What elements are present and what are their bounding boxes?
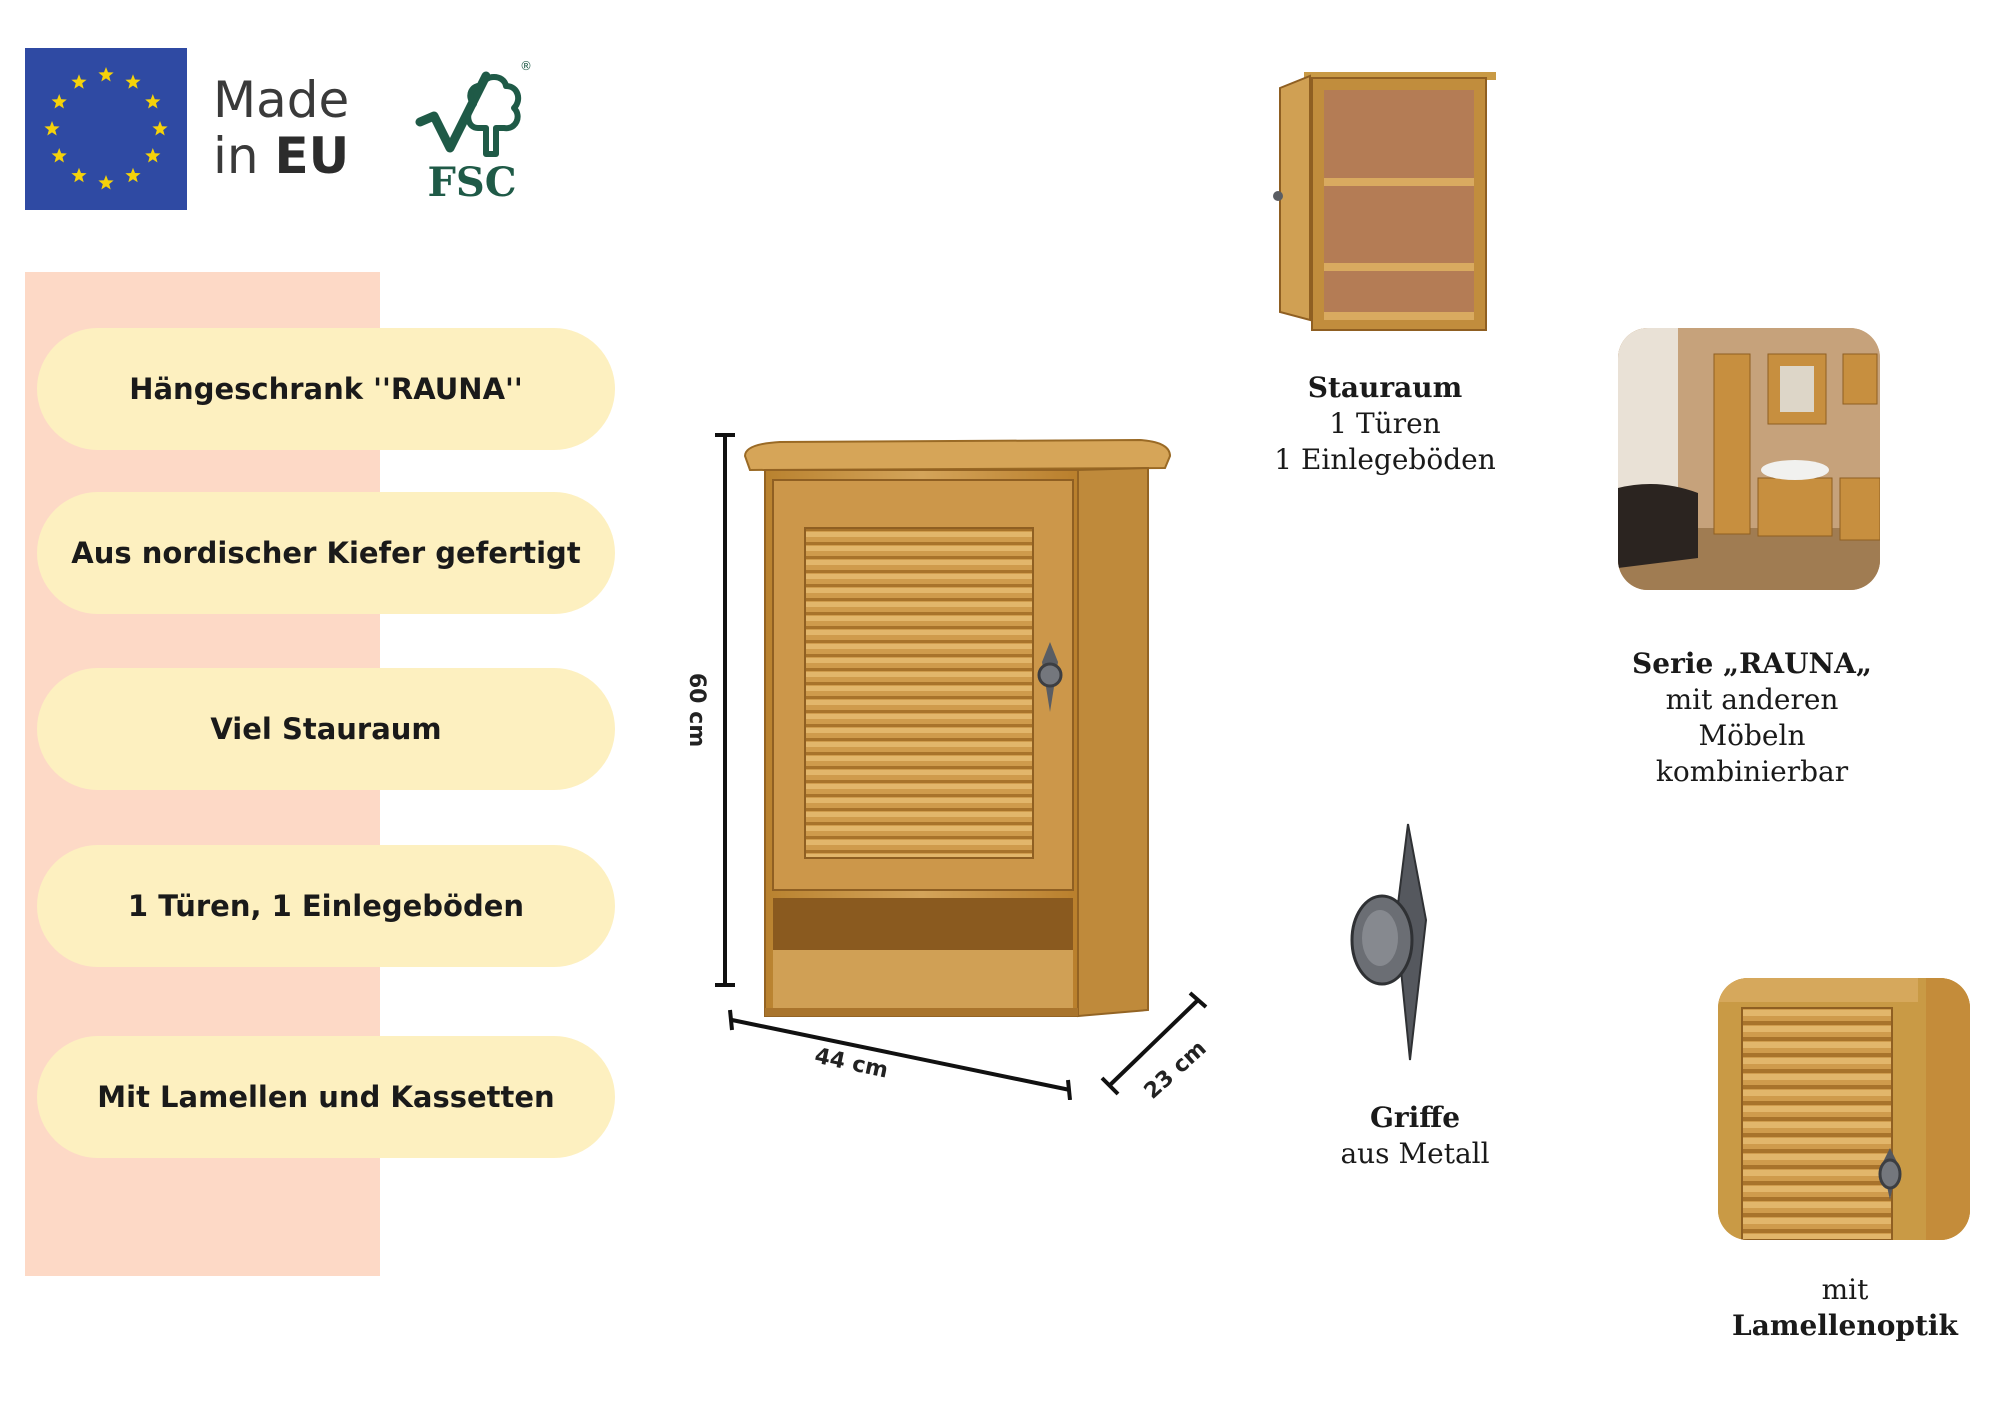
feature-pill-doors-shelves: 1 Türen, 1 Einlegeböden [37,845,615,967]
eu-star-icon [98,175,114,190]
series-caption: Serie „RAUNA„ mit anderen Möbeln kombini… [1612,646,1892,790]
handle-caption: Griffe aus Metall [1300,1100,1530,1172]
storage-caption: Stauraum 1 Türen 1 Einlegeböden [1270,370,1500,478]
eu-star-icon [71,74,87,89]
eu-star-icon [145,148,161,163]
slats-caption: mit Lamellenoptik [1720,1272,1970,1344]
feature-pill-model: Hängeschrank ''RAUNA'' [37,328,615,450]
feature-pill-material: Aus nordischer Kiefer gefertigt [37,492,615,614]
eu-star-icon [145,94,161,109]
series-caption-title: Serie „RAUNA„ [1632,647,1872,680]
eu-star-icon [152,121,168,136]
series-caption-line3: kombinierbar [1655,755,1849,788]
slats-caption-title: Lamellenoptik [1732,1309,1958,1342]
cabinet-product-image: 60 cm 44 cm 23 cm [670,420,1230,1104]
feature-pill-storage: Viel Stauraum [37,668,615,790]
eu-star-icon [71,167,87,183]
eu-star-icon [51,148,67,163]
bathroom-series-image [1618,328,1880,590]
eu-star-icon [44,121,60,136]
height-dimension-label: 60 cm [684,673,709,747]
series-caption-line2: Möbeln [1698,719,1806,752]
eu-star-icon [125,167,141,183]
louvered-door-image [1718,978,1970,1240]
made-in-line1: Made [213,71,350,129]
feature-pill-slats: Mit Lamellen und Kassetten [37,1036,615,1158]
fsc-text: FSC [427,159,516,206]
metal-handle-image [1340,820,1450,1065]
eu-flag-icon [25,48,187,210]
eu-star-icon [51,94,67,109]
open-cabinet-image [1270,68,1500,340]
eu-star-icon [98,67,114,82]
made-in-line2-prefix: in [213,127,259,185]
fsc-registered-mark: ® [520,59,532,73]
handle-caption-line1: aus Metall [1340,1137,1490,1170]
storage-caption-line2: 1 Einlegeböden [1274,443,1496,476]
series-caption-line1: mit anderen [1665,683,1839,716]
made-in-line2-bold: EU [274,127,350,185]
slats-caption-line1: mit [1821,1273,1869,1306]
made-in-eu-label: Made in EU [213,72,349,184]
handle-caption-title: Griffe [1369,1101,1461,1134]
eu-star-icon [125,74,141,89]
fsc-logo-icon: ® FSC [412,56,532,206]
storage-caption-line1: 1 Türen [1329,407,1441,440]
storage-caption-title: Stauraum [1307,371,1463,404]
